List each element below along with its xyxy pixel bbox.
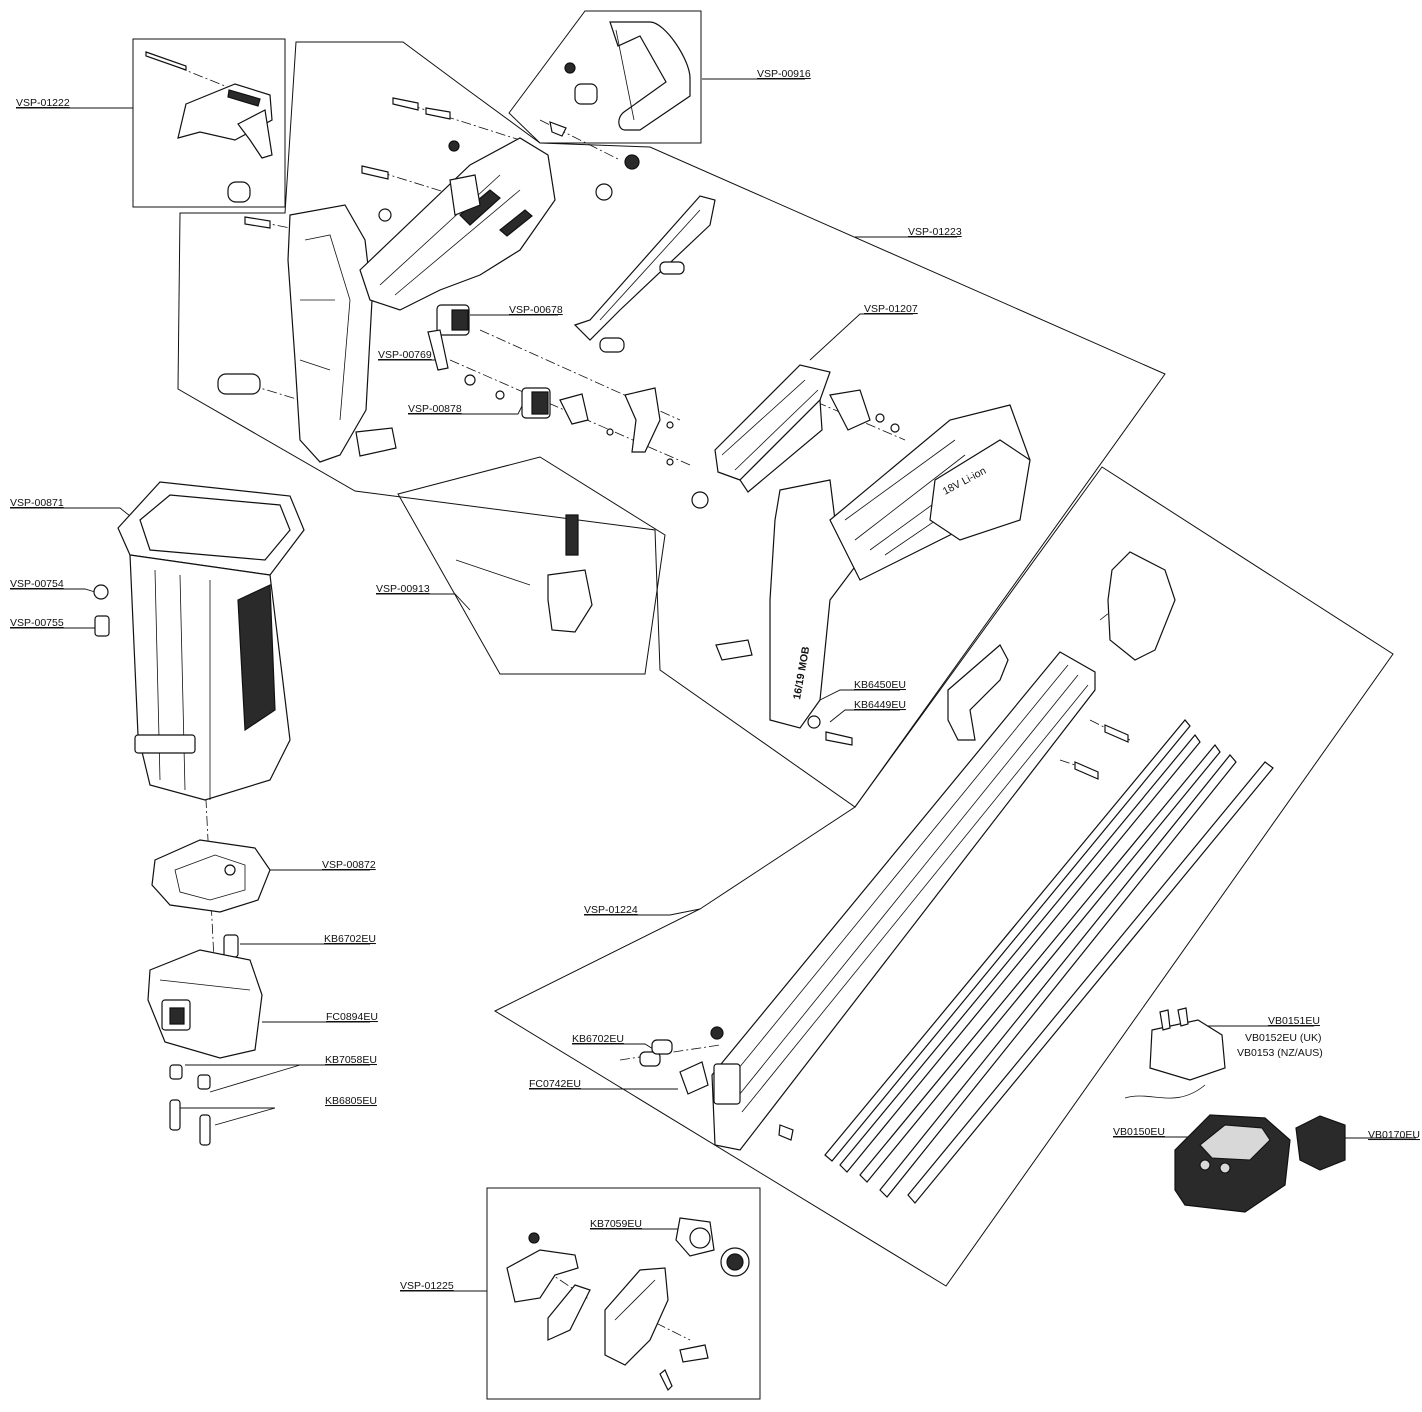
group-outline-vsp-00913 (397, 456, 666, 675)
part-vsp-00916 (549, 21, 691, 137)
part-vsp-00871 (93, 481, 305, 801)
part-vsp-01207: 18V Li-ion 16/19 MOB (691, 364, 1031, 746)
label-vsp-00769: VSP-00769 (378, 349, 432, 361)
label-vsp-00878: VSP-00878 (408, 403, 462, 415)
label-vsp-01225: VSP-01225 (400, 1280, 454, 1292)
label-vb0170eu: VB0170EU (1368, 1129, 1420, 1141)
label-vsp-00678: VSP-00678 (509, 304, 563, 316)
label-fc0894eu: FC0894EU (326, 1011, 378, 1023)
label-kb7059eu: KB7059EU (590, 1218, 642, 1230)
label-vsp-01224: VSP-01224 (584, 904, 638, 916)
part-vsp-01223-housing (217, 97, 716, 466)
part-vsp-01225 (506, 1217, 750, 1392)
part-vsp-00872 (151, 839, 271, 913)
label-kb6450eu: KB6450EU (854, 679, 906, 691)
label-vsp-00871: VSP-00871 (10, 497, 64, 509)
part-vsp-00913 (455, 514, 593, 633)
label-vb0153: VB0153 (NZ/AUS) (1237, 1047, 1323, 1059)
label-vb0151eu: VB0151EU (1268, 1015, 1320, 1027)
label-vsp-00872: VSP-00872 (322, 859, 376, 871)
group-box-vsp-00916 (508, 10, 702, 144)
part-vsp-01224 (639, 551, 1274, 1204)
label-vsp-01223: VSP-01223 (908, 226, 962, 238)
label-kb6702eu-left: KB6702EU (324, 933, 376, 945)
part-vsp-01222 (145, 51, 273, 203)
label-vsp-01222: VSP-01222 (16, 97, 70, 109)
label-kb6805eu: KB6805EU (325, 1095, 377, 1107)
label-kb6449eu: KB6449EU (854, 699, 906, 711)
label-vsp-00755: VSP-00755 (10, 617, 64, 629)
part-base-assembly (147, 934, 263, 1146)
label-vsp-00754: VSP-00754 (10, 578, 64, 590)
label-vsp-00916: VSP-00916 (757, 68, 811, 80)
label-fc0742eu: FC0742EU (529, 1078, 581, 1090)
label-vsp-00913: VSP-00913 (376, 583, 430, 595)
label-kb6702eu-right: KB6702EU (572, 1033, 624, 1045)
part-charger-set (1124, 1007, 1346, 1213)
group-box-vsp-01222 (132, 38, 286, 208)
label-vsp-01207: VSP-01207 (864, 303, 918, 315)
label-vb0152eu: VB0152EU (UK) (1245, 1032, 1321, 1044)
group-box-vsp-01225 (486, 1187, 761, 1400)
label-kb7058eu: KB7058EU (325, 1054, 377, 1066)
label-vb0150eu: VB0150EU (1113, 1126, 1165, 1138)
part-labels: VSP-01222 VSP-00916 VSP-01223 VSP-00678 … (10, 68, 1420, 1292)
group-outline-vsp-01223 (177, 41, 1166, 808)
